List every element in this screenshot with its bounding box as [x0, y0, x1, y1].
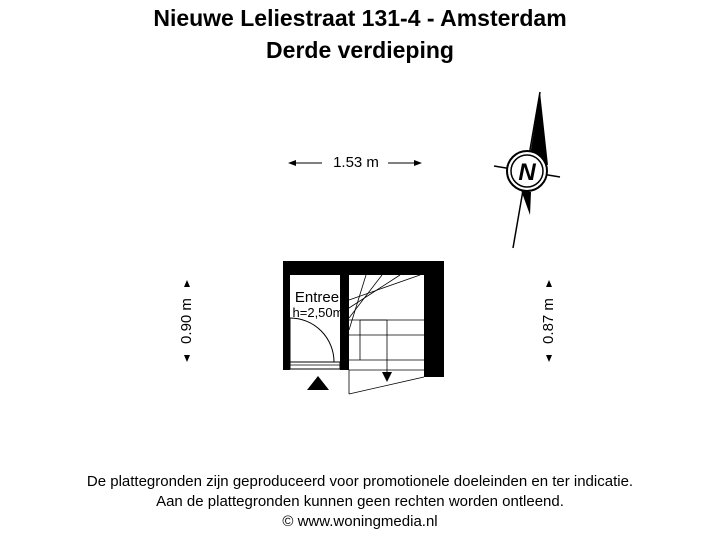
copyright-line: © www.woningmedia.nl: [282, 513, 438, 530]
compass-letter: N: [518, 159, 536, 186]
stairs-direction-arrow-icon: [382, 372, 392, 382]
floor-title: Derde verdieping: [266, 37, 454, 63]
room-name-label: Entree: [294, 289, 340, 306]
right-height-dimension-arrow: [546, 280, 552, 362]
page-title: Nieuwe Leliestraat 131-4 - Amsterdam: [153, 5, 567, 31]
left-height-dimension-arrow: [184, 280, 190, 362]
right-height-dimension-label: 0.87 m: [540, 298, 557, 344]
entrance-door: [289, 317, 341, 370]
entrance-marker-icon: [307, 376, 329, 390]
disclaimer-line-1: De plattegronden zijn geproduceerd voor …: [86, 473, 634, 490]
left-height-dimension-label: 0.90 m: [178, 298, 195, 344]
compass-north-icon: N: [493, 91, 561, 249]
walls: [283, 261, 444, 377]
room-height-label: h=2,50m: [292, 305, 344, 320]
staircase: [348, 274, 425, 395]
width-dimension-arrow: [288, 160, 422, 166]
disclaimer-line-2: Aan de plattegronden kunnen geen rechten…: [156, 493, 564, 510]
width-dimension-label: 1.53 m: [333, 154, 379, 171]
